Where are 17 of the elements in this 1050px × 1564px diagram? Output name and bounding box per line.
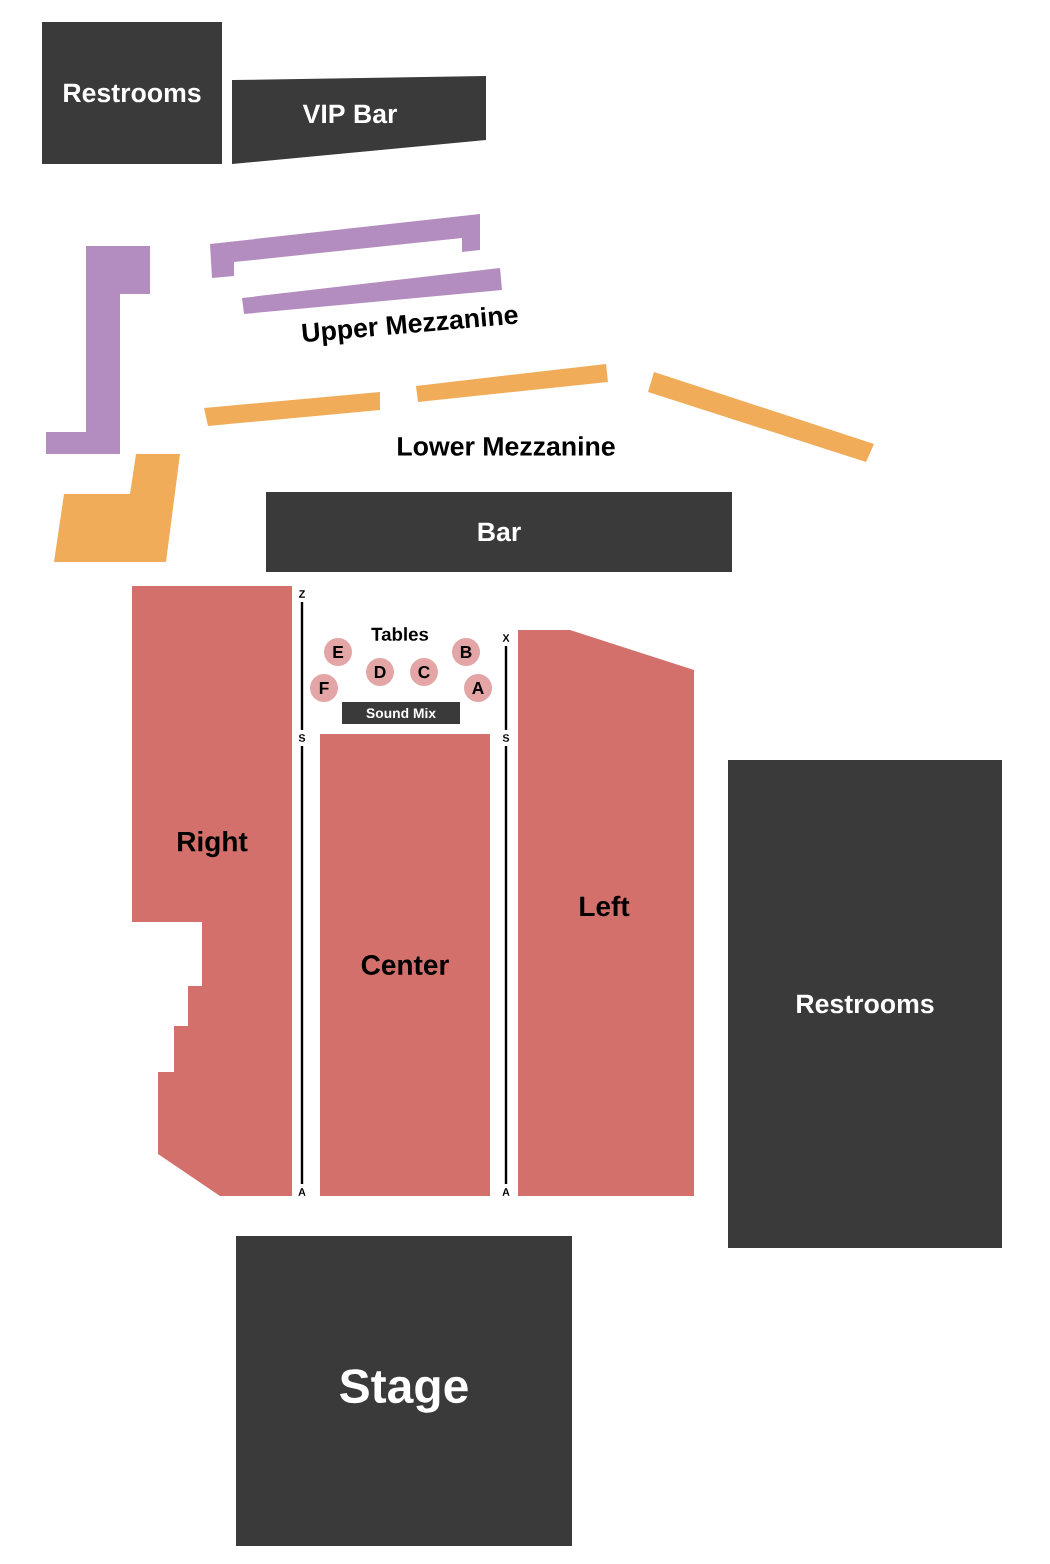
mezzanine-section xyxy=(46,246,150,454)
seating-section: Left xyxy=(518,630,694,1196)
section-label: Tables xyxy=(371,627,429,641)
bar-area: VIP Bar xyxy=(232,76,486,164)
section-label: Lower Mezzanine xyxy=(398,436,615,456)
mezzanine-section xyxy=(648,372,874,462)
stage: Stage xyxy=(236,1236,572,1546)
restroom-block: Restrooms xyxy=(728,760,1002,1248)
mezzanine-section xyxy=(204,392,380,426)
mezzanine-section xyxy=(54,454,180,562)
seating-section: Center xyxy=(320,734,490,1196)
bar-area: Bar xyxy=(266,492,732,572)
seating-section: Right xyxy=(132,586,292,1196)
section-label: Upper Mezzanine xyxy=(302,307,518,346)
restroom-block: Restrooms xyxy=(42,22,222,164)
mezzanine-section xyxy=(416,364,608,402)
mezzanine-section xyxy=(210,214,480,278)
